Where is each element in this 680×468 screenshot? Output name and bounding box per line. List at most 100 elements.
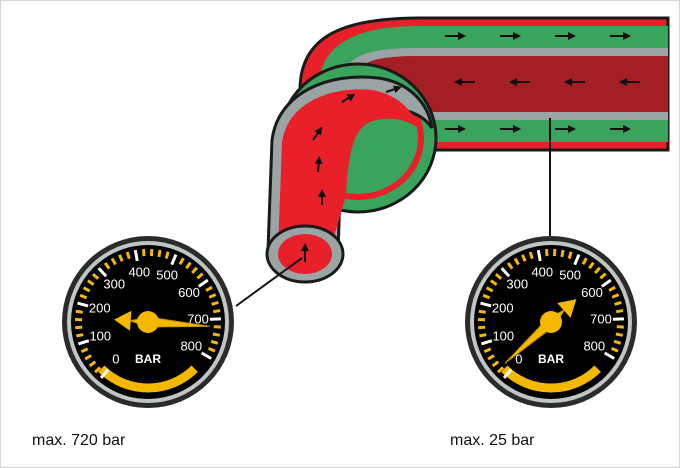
- gauge-major-tick: [200, 351, 212, 360]
- gauge-minor-tick: [75, 325, 83, 330]
- gauge-minor-tick: [567, 251, 573, 259]
- gauge-major-tick: [536, 249, 542, 262]
- gauge-minor-tick: [610, 346, 619, 353]
- gauge-minor-tick: [196, 272, 204, 280]
- gauge-minor-tick: [599, 272, 607, 280]
- leader-line-left: [235, 257, 303, 307]
- gauge-minor-tick: [506, 262, 514, 270]
- gauge-minor-tick: [80, 347, 89, 354]
- gauge-scale-label: 200: [492, 301, 514, 316]
- gauge-major-tick: [99, 368, 110, 379]
- gauge-major-tick: [573, 253, 581, 266]
- gauge-scale-label: 600: [178, 285, 200, 300]
- gauge-scale-label: 200: [89, 301, 111, 316]
- gauge-minor-tick: [513, 257, 520, 266]
- gauge-minor-tick: [588, 261, 595, 270]
- gauge-minor-tick: [86, 279, 95, 286]
- hose-end: [265, 224, 345, 284]
- gauge-minor-tick: [560, 249, 565, 258]
- gauge-minor-tick: [521, 254, 527, 262]
- gauge-major-tick: [480, 301, 492, 308]
- flow-arrows-outer: [445, 32, 631, 133]
- gauge-major-tick: [600, 278, 612, 288]
- gauge-needle-tail: [114, 310, 132, 331]
- gauge-minor-tick: [185, 261, 192, 270]
- gauge-minor-tick: [110, 257, 117, 266]
- gauge-minor-tick: [76, 333, 84, 338]
- gauge-minor-tick: [208, 293, 217, 299]
- gauge-unit-label: BAR: [135, 352, 161, 366]
- gauge-ticks: [74, 249, 221, 393]
- gauge-minor-tick: [94, 366, 102, 374]
- gauge-minor-tick: [178, 257, 185, 266]
- gauge-minor-tick: [581, 257, 588, 266]
- gauge-scale-label: 500: [559, 267, 581, 282]
- gauge-minor-tick: [211, 301, 219, 306]
- gauge-major-tick: [502, 368, 513, 379]
- gauge-scale-label: 800: [583, 338, 605, 353]
- gauge-major-tick: [480, 339, 493, 346]
- gauge-minor-tick: [205, 285, 213, 292]
- gauge-scale-label: 700: [187, 311, 209, 326]
- gauge-minor-tick: [614, 301, 622, 306]
- gauge-minor-tick: [210, 339, 219, 345]
- gauge-minor-tick: [479, 333, 487, 338]
- gauge-scale-label: 300: [103, 277, 125, 292]
- gauge-minor-tick: [497, 366, 505, 374]
- gauge-scale-label: 300: [506, 277, 528, 292]
- gauge-minor-tick: [207, 346, 216, 353]
- gauge-major-tick: [500, 267, 511, 278]
- hose-vertical: [266, 75, 434, 257]
- flow-arrows-vertical: [312, 85, 402, 205]
- gauge-minor-tick: [594, 266, 601, 274]
- gauge-major-tick: [133, 249, 139, 262]
- gauge-arc: [501, 365, 601, 393]
- gauge-minor-tick: [478, 309, 486, 314]
- gauge-minor-tick: [611, 293, 620, 299]
- gauge-scale-label: 400: [128, 264, 150, 279]
- gauge-minor-tick: [191, 266, 198, 274]
- gauge-minor-tick: [613, 339, 622, 345]
- gauge-major-tick: [97, 267, 108, 278]
- gauge-minor-tick: [487, 354, 495, 361]
- gauge-minor-tick: [103, 262, 111, 270]
- gauge-minor-tick: [608, 285, 616, 292]
- gauge-right-caption: max. 25 bar: [450, 432, 535, 449]
- gauge-minor-tick: [615, 309, 624, 314]
- gauge-minor-tick: [118, 254, 124, 262]
- gauge-major-tick: [77, 339, 90, 346]
- gauge-minor-tick: [482, 293, 491, 300]
- gauge-arc: [98, 365, 198, 393]
- gauge-minor-tick: [478, 325, 486, 330]
- gauge-minor-tick: [483, 347, 492, 354]
- gauge-scale-label: 500: [156, 267, 178, 282]
- gauge-scale-label: 600: [581, 285, 603, 300]
- gauge-scale-label: 0: [112, 352, 119, 367]
- gauge-minor-tick: [157, 249, 162, 258]
- gauge-scale-label: 800: [180, 338, 202, 353]
- gauge-unit-label: BAR: [538, 352, 564, 366]
- gauge-minor-tick: [88, 360, 97, 368]
- gauge-hub: [540, 311, 562, 333]
- gauge-major-tick: [170, 253, 178, 266]
- gauge-scale-label: 100: [492, 328, 514, 343]
- gauge-minor-tick: [615, 332, 624, 337]
- gauge-left-caption: max. 720 bar: [32, 432, 126, 449]
- gauge-minor-tick: [91, 272, 100, 280]
- gauge-minor-tick: [212, 332, 221, 337]
- gauge-minor-tick: [75, 309, 83, 314]
- gauge-scale-label: 400: [531, 264, 553, 279]
- gauge-hub: [137, 311, 159, 333]
- gauge-scale-label: 700: [590, 311, 612, 326]
- gauge-scale-label: 0: [515, 352, 522, 367]
- gauge-minor-tick: [494, 272, 503, 280]
- gauge-minor-tick: [485, 286, 494, 293]
- gauge-ticks: [477, 249, 624, 393]
- gauge-minor-tick: [79, 293, 88, 300]
- gauge-minor-tick: [125, 251, 131, 260]
